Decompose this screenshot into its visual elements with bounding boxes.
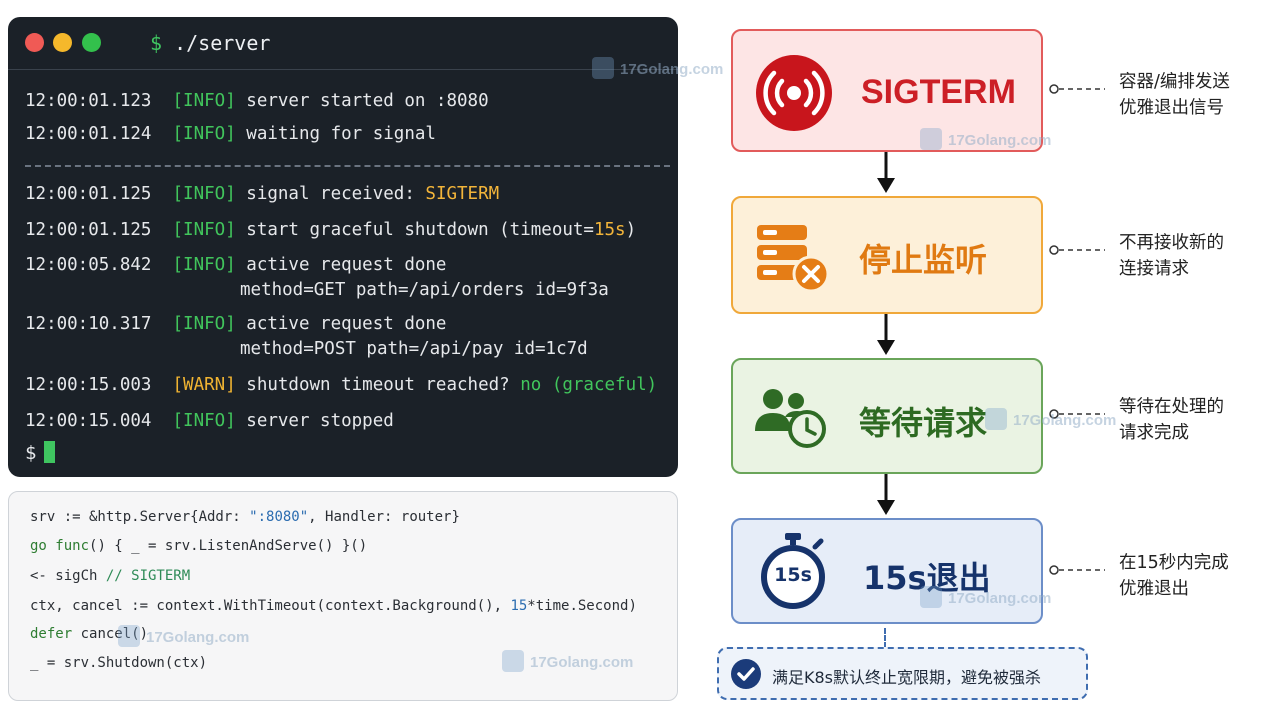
watermark-logo-icon xyxy=(920,128,942,150)
code-line: srv := &http.Server{Addr: ":8080", Handl… xyxy=(30,509,460,525)
watermark: 17Golang.com xyxy=(920,586,1051,608)
log-line: 12:00:15.004 [INFO] server stopped xyxy=(25,411,394,431)
flow-step-label: 15s退出 xyxy=(863,559,991,597)
code-snippet-panel: srv := &http.Server{Addr: ":8080", Handl… xyxy=(8,491,678,701)
stopwatch-label: 15s xyxy=(774,564,812,586)
flow-step-label: 停止监听 xyxy=(859,241,988,279)
log-line-detail: method=POST path=/api/pay id=1c7d xyxy=(240,339,588,359)
log-line-detail: method=GET path=/api/orders id=9f3a xyxy=(240,280,609,300)
code-line: <- sigCh // SIGTERM xyxy=(30,568,191,584)
log-line: 12:00:01.125 [INFO] signal received: SIG… xyxy=(25,184,500,204)
k8s-callout: 满足K8s默认终止宽限期，避免被强杀 xyxy=(717,647,1088,700)
note-connector xyxy=(1049,84,1105,94)
watermark-logo-icon xyxy=(118,625,140,647)
log-line: 12:00:10.317 [INFO] active request done xyxy=(25,314,447,334)
watermark-logo-icon xyxy=(502,650,524,672)
users-clock-icon xyxy=(755,389,826,448)
terminal-title-bar: $ ./server xyxy=(8,17,678,70)
callout-text: 满足K8s默认终止宽限期，避免被强杀 xyxy=(772,668,1042,687)
flow-step-stop-listening: 停止监听 xyxy=(731,196,1043,314)
callout-connector xyxy=(884,628,886,648)
watermark-logo-icon xyxy=(985,408,1007,430)
watermark: 17Golang.com xyxy=(985,408,1116,430)
terminal-window: $ ./server 12:00:01.123 [INFO] server st… xyxy=(8,17,678,477)
note-connector xyxy=(1049,245,1105,255)
minimize-window-button[interactable] xyxy=(53,33,72,52)
watermark-logo-icon xyxy=(592,57,614,79)
watermark: 17Golang.com xyxy=(502,650,633,672)
log-line: 12:00:15.003 [WARN] shutdown timeout rea… xyxy=(25,375,658,395)
code-line: go func() { _ = srv.ListenAndServe() }() xyxy=(30,538,368,554)
terminal-command: $ ./server xyxy=(150,31,271,55)
log-line: 12:00:01.124 [INFO] waiting for signal xyxy=(25,124,436,144)
flow-step-exit-15s: 15s 15s退出 xyxy=(731,518,1043,624)
check-circle-icon xyxy=(731,659,761,689)
stopwatch-icon: 15s xyxy=(759,533,827,609)
watermark-logo-icon xyxy=(920,586,942,608)
terminal-cursor xyxy=(44,441,56,463)
arrow-down-icon xyxy=(877,474,895,515)
code-line: ctx, cancel := context.WithTimeout(conte… xyxy=(30,598,637,614)
note-connector xyxy=(1049,409,1105,419)
log-separator xyxy=(25,165,670,167)
flow-step-label: SIGTERM xyxy=(861,73,1016,111)
server-stop-icon xyxy=(757,225,830,293)
terminal-input-line[interactable]: $ xyxy=(25,441,56,464)
watermark: 17Golang.com xyxy=(118,625,249,647)
watermark: 17Golang.com xyxy=(592,57,723,79)
code-line: _ = srv.Shutdown(ctx) xyxy=(30,655,208,671)
log-line: 12:00:05.842 [INFO] active request done xyxy=(25,255,447,275)
flow-step-wait-requests: 等待请求 xyxy=(731,358,1043,474)
arrow-down-icon xyxy=(877,152,895,193)
maximize-window-button[interactable] xyxy=(82,33,101,52)
close-window-button[interactable] xyxy=(25,33,44,52)
flow-step-label: 等待请求 xyxy=(859,404,988,442)
log-line: 12:00:01.125 [INFO] start graceful shutd… xyxy=(25,220,637,240)
flow-step-sigterm: SIGTERM xyxy=(731,29,1043,152)
broadcast-signal-icon xyxy=(756,55,832,131)
note-connector xyxy=(1049,565,1105,575)
arrow-down-icon xyxy=(877,314,895,355)
code-line: defer cancel() xyxy=(30,626,149,642)
log-line: 12:00:01.123 [INFO] server started on :8… xyxy=(25,91,489,111)
watermark: 17Golang.com xyxy=(920,128,1051,150)
